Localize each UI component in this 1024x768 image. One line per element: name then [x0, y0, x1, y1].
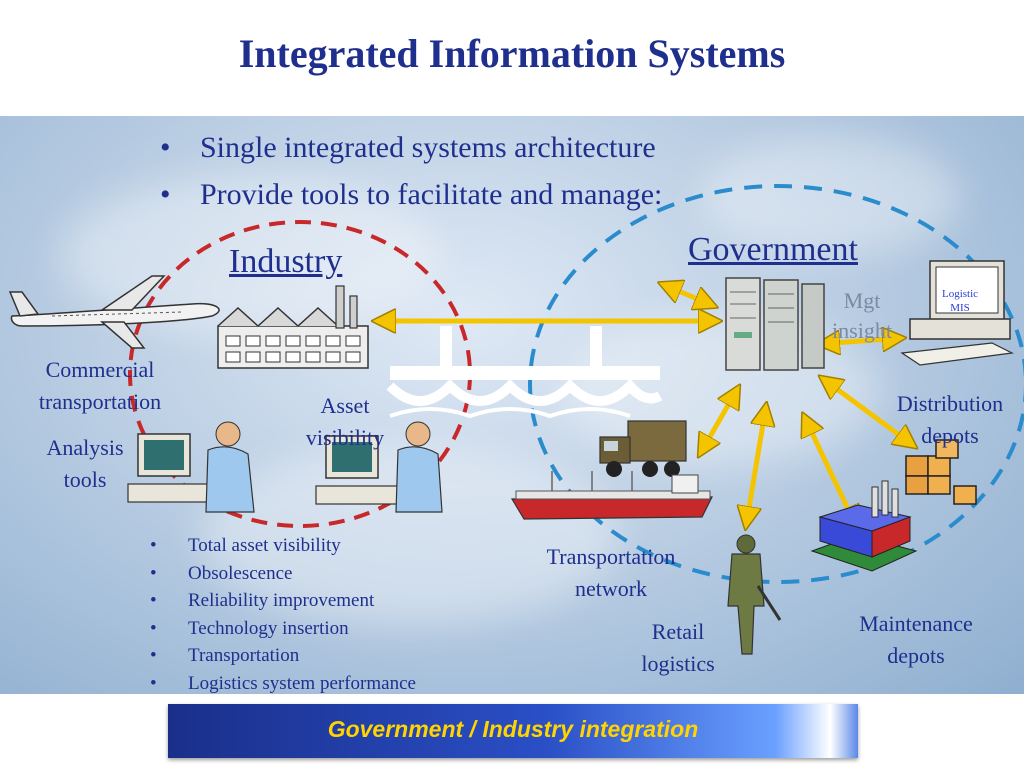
main-bullets: Single integrated systems architecture P… — [160, 124, 662, 218]
transportation-network-label: Transportation network — [546, 544, 676, 601]
maintenance-depots-label: Maintenance depots — [859, 611, 973, 668]
mgt-insight-label: Mgt insight — [832, 288, 892, 343]
distribution-depots-label: Distribution depots — [896, 391, 1004, 448]
list-item: Transportation — [150, 642, 416, 670]
truck-icon — [599, 420, 687, 477]
gov-distribution-arrow — [822, 378, 914, 446]
list-item: Logistics system performance — [150, 670, 416, 694]
diagram-area: Single integrated systems architecture P… — [0, 116, 1024, 694]
link-arrows — [376, 284, 914, 526]
list-item: Total asset visibility — [150, 532, 416, 560]
logistic-mis-label: Logistic MIS — [941, 288, 979, 314]
factory-icon — [217, 285, 369, 369]
boxes-icon — [905, 439, 977, 505]
analysis-tools-label: Analysis tools — [46, 435, 124, 492]
ship-icon — [510, 471, 713, 520]
industry-bullets: Total asset visibility Obsolescence Reli… — [150, 532, 416, 694]
server-icon — [725, 277, 825, 371]
commercial-transportation-label: Commercial transportation — [38, 357, 162, 414]
bridge-icon — [386, 326, 663, 419]
gov-maintenance-arrow — [804, 416, 856, 526]
analyst-icon — [315, 421, 443, 513]
gov-retail-arrow — [746, 406, 766, 526]
computer-icon — [900, 260, 1015, 366]
list-item: Reliability improvement — [150, 587, 416, 615]
airplane-icon — [8, 275, 220, 349]
gov-transport-arrow — [700, 388, 738, 454]
banner-text: Government / Industry integration — [327, 716, 699, 742]
slide-title: Integrated Information Systems — [238, 31, 786, 76]
soldier-icon — [727, 534, 782, 655]
bullet-item: Single integrated systems architecture — [160, 124, 662, 171]
bullet-item: Provide tools to facilitate and manage: — [160, 171, 662, 218]
gov-bullets-arrow — [662, 284, 714, 306]
footer-banner: Government / Industry integration — [168, 704, 858, 758]
integration-diagram — [8, 184, 1024, 655]
gov-mis-arrow — [820, 338, 902, 344]
government-label: Government — [688, 231, 858, 268]
asset-visibility-label: Asset visibility — [305, 393, 385, 450]
analyst-icon — [127, 421, 255, 513]
list-item: Obsolescence — [150, 560, 416, 588]
government-circle — [528, 184, 1024, 584]
depot-icon — [810, 480, 918, 572]
industry-label: Industry — [229, 243, 343, 280]
retail-logistics-label: Retail logistics — [641, 619, 715, 676]
list-item: Technology insertion — [150, 615, 416, 643]
